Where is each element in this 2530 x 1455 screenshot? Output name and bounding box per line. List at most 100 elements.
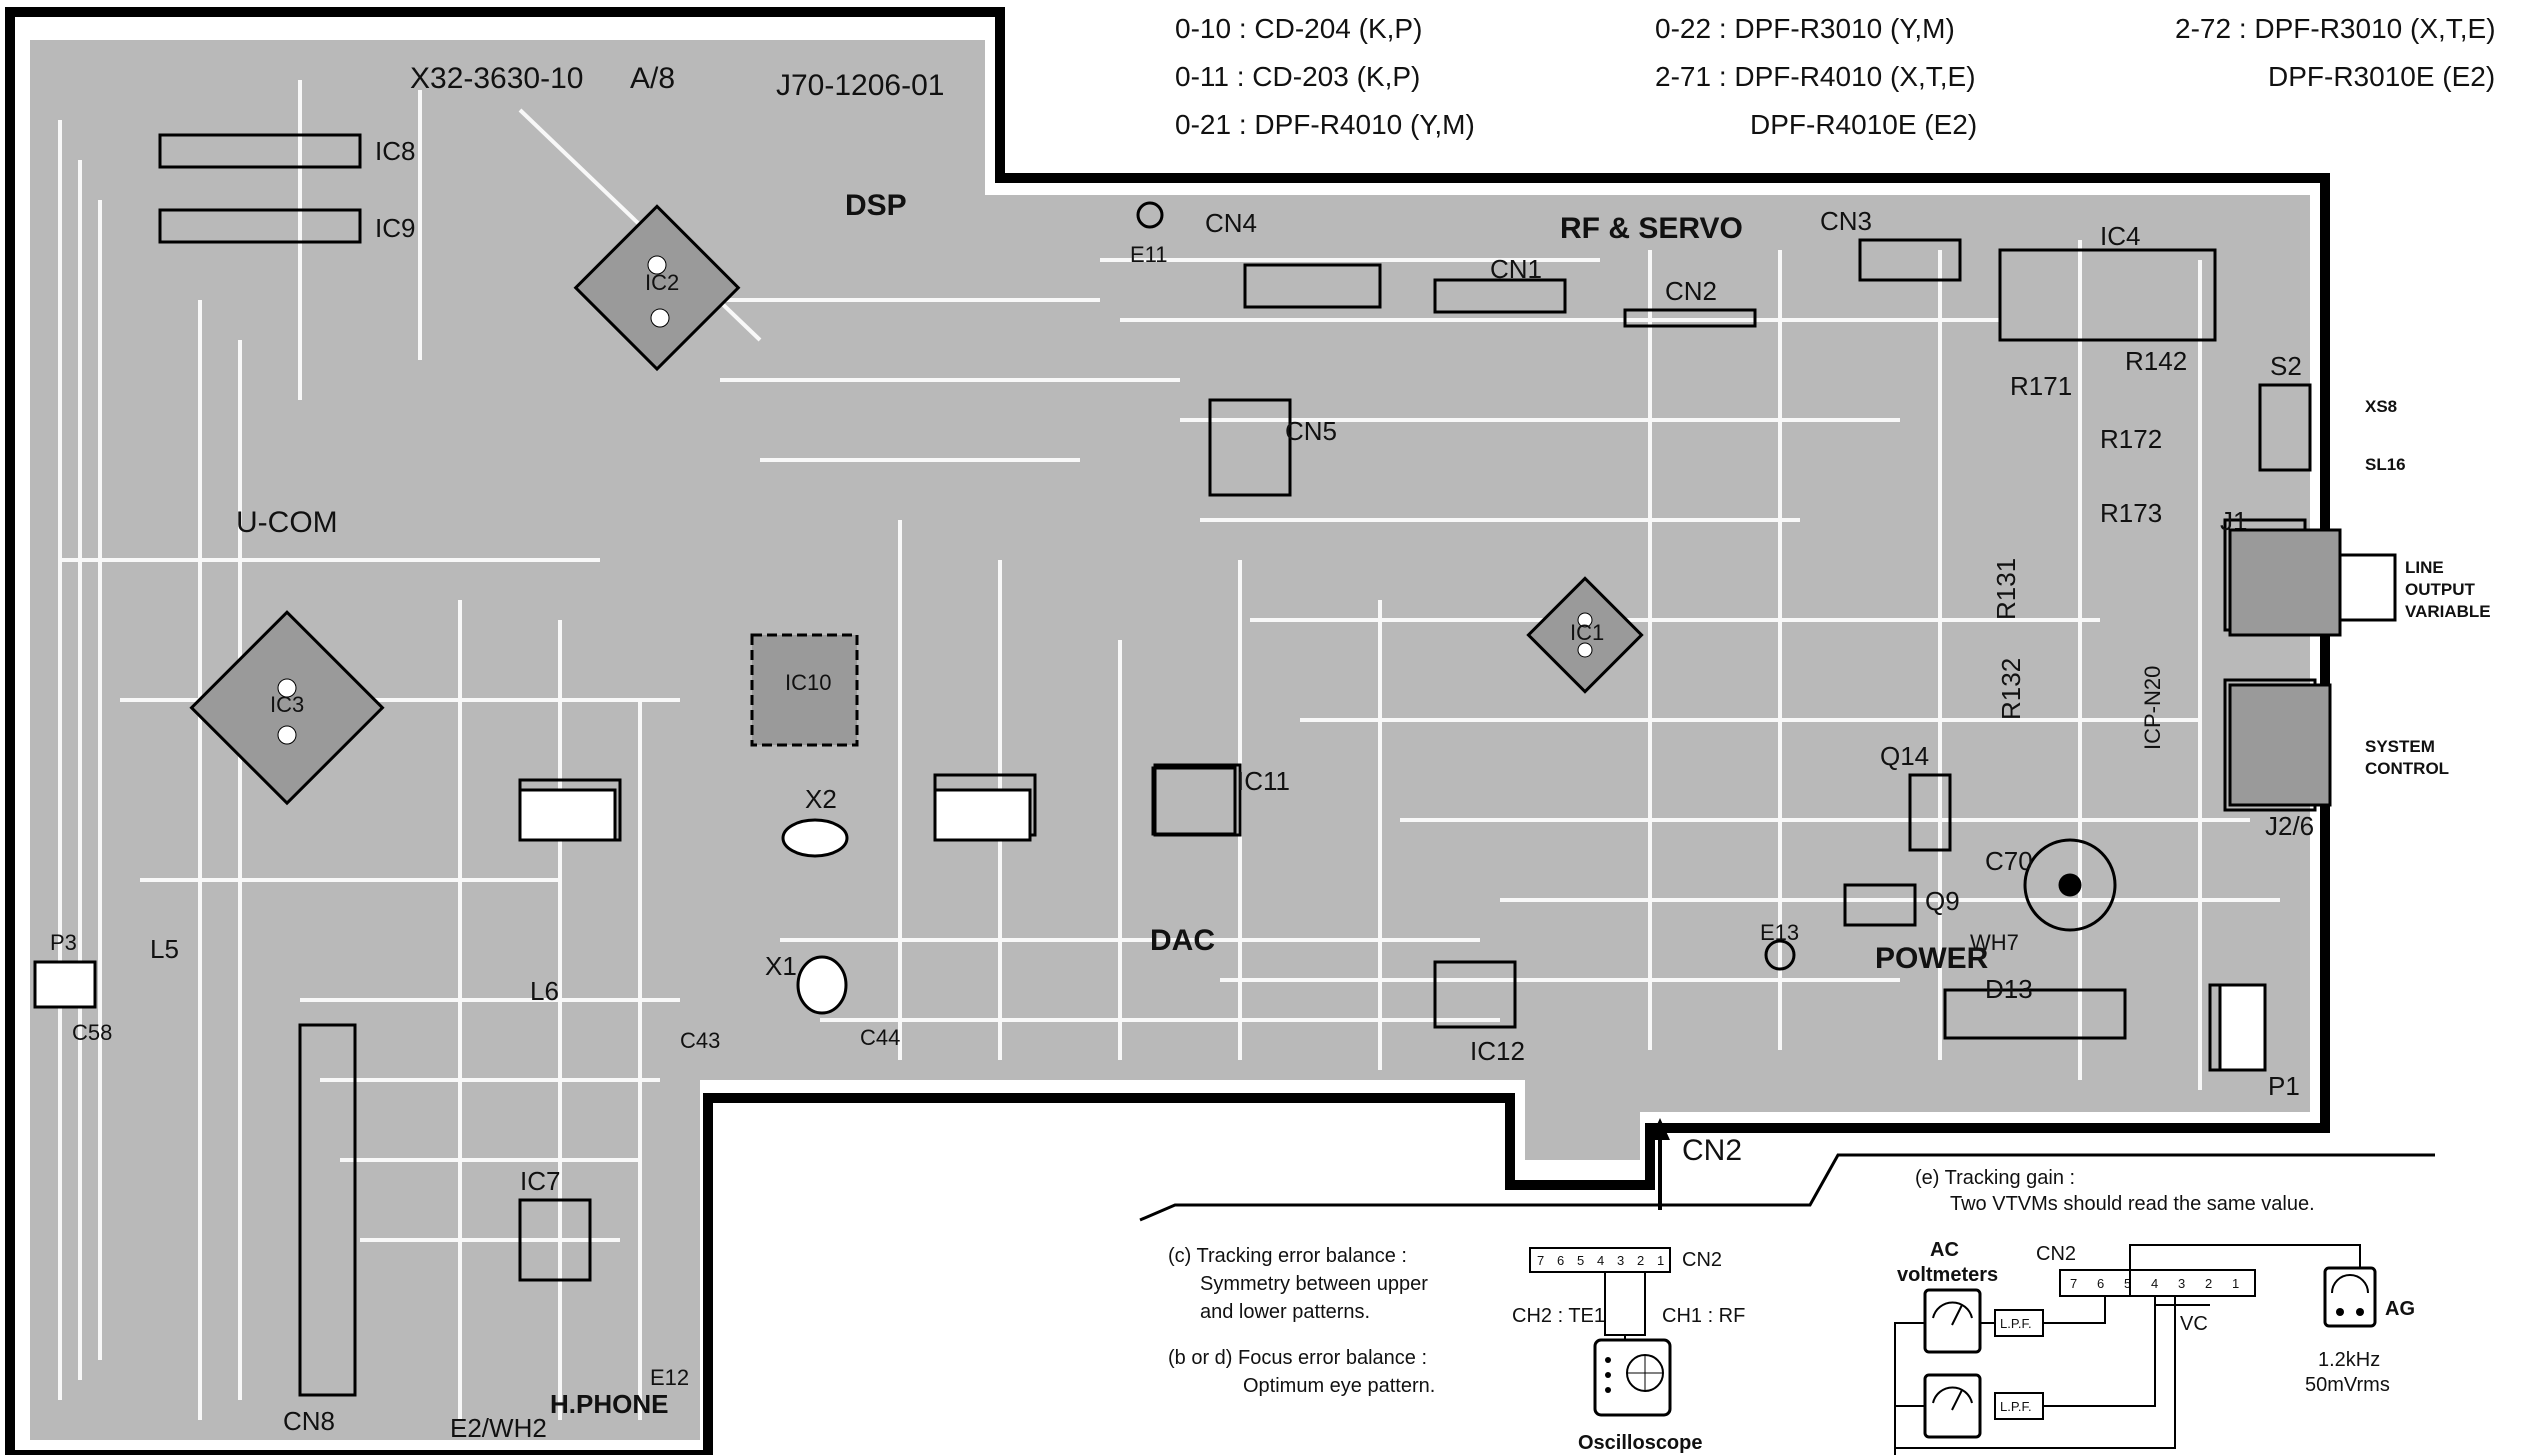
- l-block-2: [933, 788, 1032, 842]
- label-e13: E13: [1760, 920, 1799, 945]
- pin-c-6: 6: [1557, 1253, 1564, 1268]
- board-variant: A/8: [630, 62, 675, 95]
- label-icp: ICP-N20: [2140, 666, 2165, 750]
- label-p1: P1: [2268, 1071, 2300, 1101]
- label-cn5: CN5: [1285, 416, 1337, 446]
- model-left-2: 0-11 : CD-203 (K,P): [1175, 61, 1420, 92]
- label-j2: J2/6: [2265, 811, 2314, 841]
- oscilloscope-icon: [1593, 1338, 1672, 1417]
- label-vc: VC: [2180, 1313, 2208, 1335]
- x2-crystal: [781, 818, 849, 858]
- notes-e: (e) Tracking gain : Two VTVMs should rea…: [1897, 1167, 2315, 1286]
- label-c43: C43: [680, 1028, 720, 1053]
- note-c-line2: Symmetry between upper: [1200, 1273, 1428, 1295]
- label-cn1: CN1: [1490, 254, 1542, 284]
- label-ic8: IC8: [375, 136, 415, 166]
- pin-c-1: 1: [1657, 1253, 1664, 1268]
- label-d13: D13: [1985, 974, 2033, 1004]
- pin-c-7: 7: [1537, 1253, 1544, 1268]
- l-block-1: [518, 788, 617, 842]
- label-ic3: IC3: [270, 692, 304, 717]
- system-control-jack: [2228, 683, 2332, 807]
- label-l6: L6: [530, 976, 559, 1006]
- label-l5: L5: [150, 934, 179, 964]
- model-left-3: 0-21 : DPF-R4010 (Y,M): [1175, 109, 1475, 140]
- pin-c-3: 3: [1617, 1253, 1624, 1268]
- pin-c-2: 2: [1637, 1253, 1644, 1268]
- audio-generator-icon: [2323, 1266, 2377, 1328]
- label-ic9: IC9: [375, 213, 415, 243]
- model-right-2: DPF-R3010E (E2): [2268, 61, 2495, 92]
- p3-pad: [33, 960, 97, 1009]
- oscilloscope-label: Oscilloscope: [1578, 1432, 1703, 1454]
- label-cn2: CN2: [1665, 276, 1717, 306]
- note-e-line2: Two VTVMs should read the same value.: [1950, 1193, 2315, 1215]
- label-r171: R171: [2010, 371, 2072, 401]
- lpf-label-2: L.P.F.: [2000, 1399, 2032, 1414]
- line-output-jack: [2228, 528, 2342, 637]
- pin-c-4: 4: [1597, 1253, 1604, 1268]
- note-bd-line2: Optimum eye pattern.: [1243, 1375, 1435, 1397]
- scope-wires: [1604, 1272, 1646, 1350]
- label-ic12: IC12: [1470, 1036, 1525, 1066]
- label-c70: C70: [1985, 846, 2033, 876]
- cn2-arrow-label: CN2: [1682, 1134, 1742, 1167]
- note-ch1: CH1 : RF: [1662, 1305, 1745, 1327]
- section-ucom: U-COM: [236, 506, 338, 539]
- model-right-1: 2-72 : DPF-R3010 (X,T,E): [2175, 13, 2496, 44]
- label-c44: C44: [860, 1025, 900, 1050]
- ic3-body: [189, 610, 385, 806]
- ic2-body: [573, 204, 741, 372]
- label-ic10: IC10: [785, 670, 831, 695]
- note-bd-title: (b or d) Focus error balance :: [1168, 1347, 1427, 1369]
- board-code: J70-1206-01: [776, 69, 944, 102]
- label-sl16: SL16: [2365, 455, 2406, 474]
- pin-e-4: 4: [2151, 1276, 2158, 1291]
- cn2-pins-c: 7 6 5 4 3 2 1: [1529, 1247, 1671, 1273]
- label-r173: R173: [2100, 498, 2162, 528]
- notes-divider: [1139, 1153, 2435, 1222]
- label-level: 50mVrms: [2305, 1374, 2390, 1396]
- label-xs8: XS8: [2365, 397, 2397, 416]
- model-middle-1: 0-22 : DPF-R3010 (Y,M): [1655, 13, 1955, 44]
- pin-e-3: 3: [2178, 1276, 2185, 1291]
- voltmeter-bottom-icon: [1923, 1373, 1982, 1439]
- line-output-1: LINE: [2405, 558, 2444, 577]
- label-ic7: IC7: [520, 1166, 560, 1196]
- component-labels: IC8 IC9 IC2 IC3 IC10 IC11 IC1 IC4 IC12 I…: [50, 136, 2314, 1443]
- section-rf-servo: RF & SERVO: [1560, 212, 1743, 245]
- note-c-line3: and lower patterns.: [1200, 1301, 1370, 1323]
- right-connectors: XS8 SL16 LINE OUTPUT VARIABLE SYSTEM CON…: [2228, 397, 2491, 807]
- label-cn4: CN4: [1205, 208, 1257, 238]
- label-c58: C58: [72, 1020, 112, 1045]
- model-middle-3: DPF-R4010E (E2): [1750, 109, 1977, 140]
- line-output-plug: [2338, 553, 2397, 622]
- label-e2wh2: E2/WH2: [450, 1413, 547, 1443]
- label-ic2: IC2: [645, 270, 679, 295]
- label-x2: X2: [805, 784, 837, 814]
- x1-crystal: [796, 955, 848, 1015]
- label-ic4: IC4: [2100, 221, 2140, 251]
- copper-area: [30, 40, 2310, 1440]
- label-voltmeters: voltmeters: [1897, 1264, 1998, 1286]
- label-hphone: H.PHONE: [550, 1389, 668, 1419]
- label-x1: X1: [765, 951, 797, 981]
- system-control-1: SYSTEM: [2365, 737, 2435, 756]
- line-output-2: OUTPUT: [2405, 580, 2476, 599]
- tracking-wires: [1894, 1244, 2361, 1455]
- board-part-number: X32-3630-10: [410, 62, 583, 95]
- model-list: 0-10 : CD-204 (K,P) 0-11 : CD-203 (K,P) …: [1175, 13, 2496, 140]
- p1-pad: [2218, 983, 2267, 1072]
- pin-e-7: 7: [2070, 1276, 2077, 1291]
- cn2-arrow: [1650, 1118, 1670, 1210]
- label-cn8: CN8: [283, 1406, 335, 1436]
- note-e-title: (e) Tracking gain :: [1915, 1167, 2075, 1189]
- pin-e-6: 6: [2097, 1276, 2104, 1291]
- label-wh7: WH7: [1970, 930, 2019, 955]
- label-r131: R131: [1991, 558, 2021, 620]
- label-q9: Q9: [1925, 886, 1960, 916]
- label-ac: AC: [1930, 1239, 1959, 1261]
- system-control-2: CONTROL: [2365, 759, 2449, 778]
- label-r142: R142: [2125, 346, 2187, 376]
